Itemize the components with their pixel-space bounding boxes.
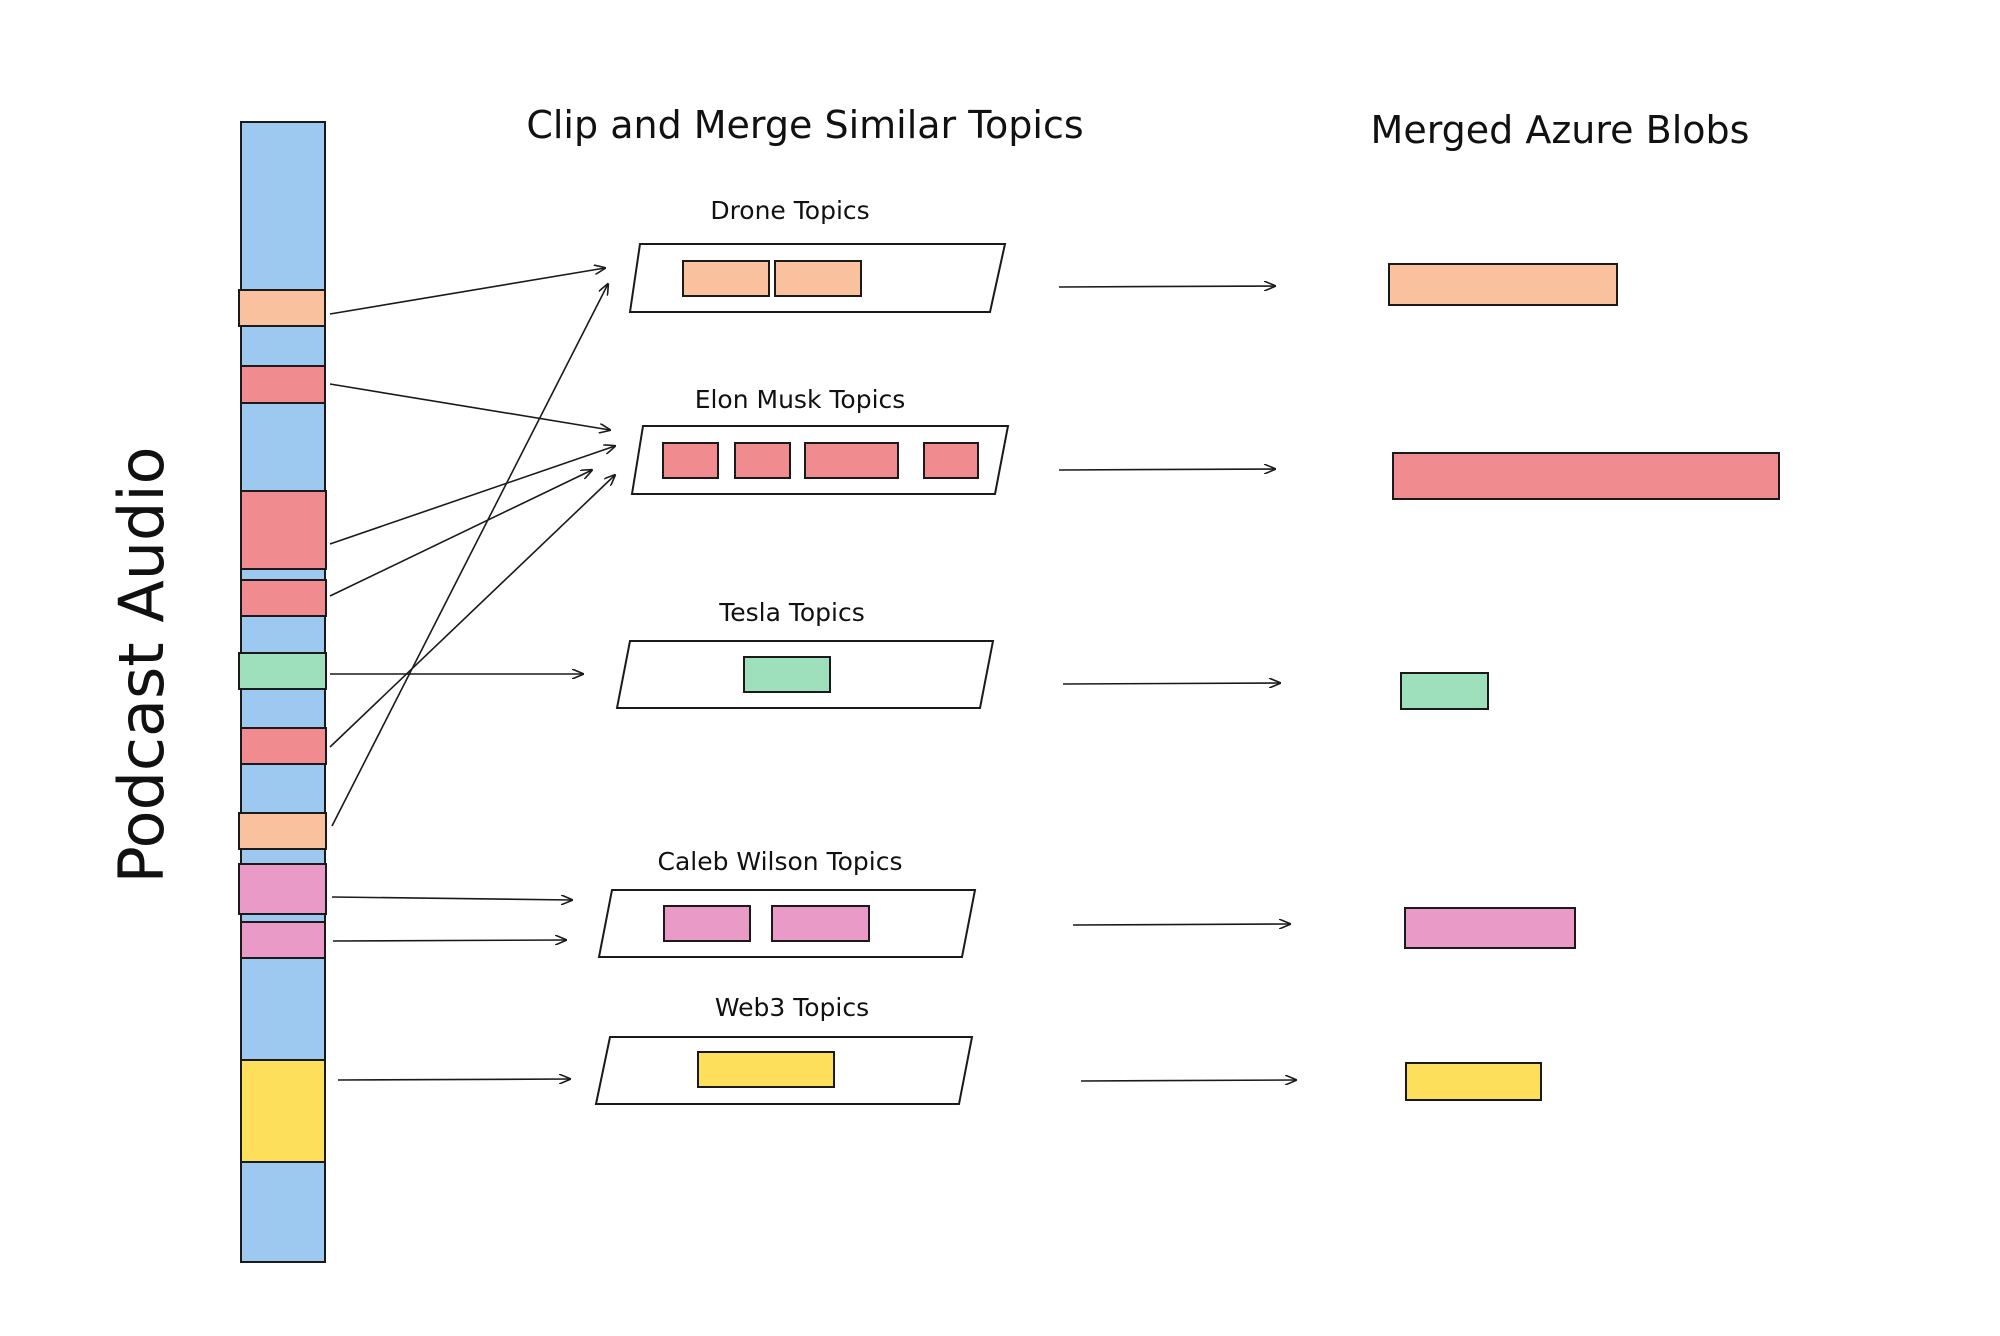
- audio-segment-elon: [240, 365, 326, 404]
- arrow: [329, 383, 610, 430]
- arrow: [329, 470, 592, 597]
- audio-segment-elon: [240, 579, 327, 617]
- audio-segment-drone: [238, 812, 327, 850]
- arrow: [1072, 924, 1290, 925]
- arrow: [329, 446, 615, 545]
- arrow: [1058, 469, 1275, 470]
- merged-blobs-heading: Merged Azure Blobs: [1371, 108, 1750, 152]
- arrow: [329, 268, 605, 315]
- topic-clips: [662, 260, 979, 1088]
- arrow: [331, 284, 608, 827]
- merged-blob-web3: [1405, 1062, 1542, 1101]
- arrow: [1062, 683, 1280, 684]
- audio-segments: [238, 289, 327, 1163]
- clip-tesla: [743, 656, 831, 693]
- clip-elon: [734, 442, 791, 479]
- arrow: [331, 897, 572, 900]
- clip-elon: [804, 442, 899, 479]
- group-label-caleb: Caleb Wilson Topics: [658, 847, 903, 876]
- group-label-drone: Drone Topics: [710, 196, 869, 225]
- clip-web3: [697, 1051, 835, 1088]
- merged-blob-elon: [1392, 452, 1780, 500]
- group-label-tesla: Tesla Topics: [718, 598, 865, 627]
- audio-segment-caleb: [238, 863, 327, 915]
- group-label-web3: Web3 Topics: [715, 993, 869, 1022]
- clip-elon: [662, 442, 719, 479]
- audio-segment-tesla: [238, 652, 327, 690]
- clip-drone: [682, 260, 770, 297]
- arrow: [337, 1079, 570, 1080]
- audio-segment-caleb: [240, 921, 326, 959]
- audio-segment-drone: [238, 289, 326, 327]
- merged-blobs: [1388, 263, 1780, 1101]
- merged-blob-drone: [1388, 263, 1618, 306]
- clip-elon: [923, 442, 979, 479]
- group-label-elon: Elon Musk Topics: [695, 385, 906, 414]
- merged-blob-caleb: [1404, 907, 1576, 949]
- clip-caleb: [663, 905, 751, 942]
- arrow: [332, 940, 566, 941]
- audio-segment-elon: [240, 490, 327, 570]
- podcast-audio-label: Podcast Audio: [105, 446, 178, 883]
- clip-drone: [774, 260, 862, 297]
- arrows: [329, 268, 1296, 1081]
- clip-caleb: [771, 905, 870, 942]
- arrow: [1058, 286, 1275, 287]
- merged-blob-tesla: [1400, 672, 1489, 710]
- audio-segment-web3: [240, 1059, 326, 1163]
- arrow: [329, 475, 615, 748]
- arrow: [1080, 1080, 1296, 1081]
- clip-merge-heading: Clip and Merge Similar Topics: [526, 103, 1083, 147]
- audio-segment-elon: [240, 727, 327, 765]
